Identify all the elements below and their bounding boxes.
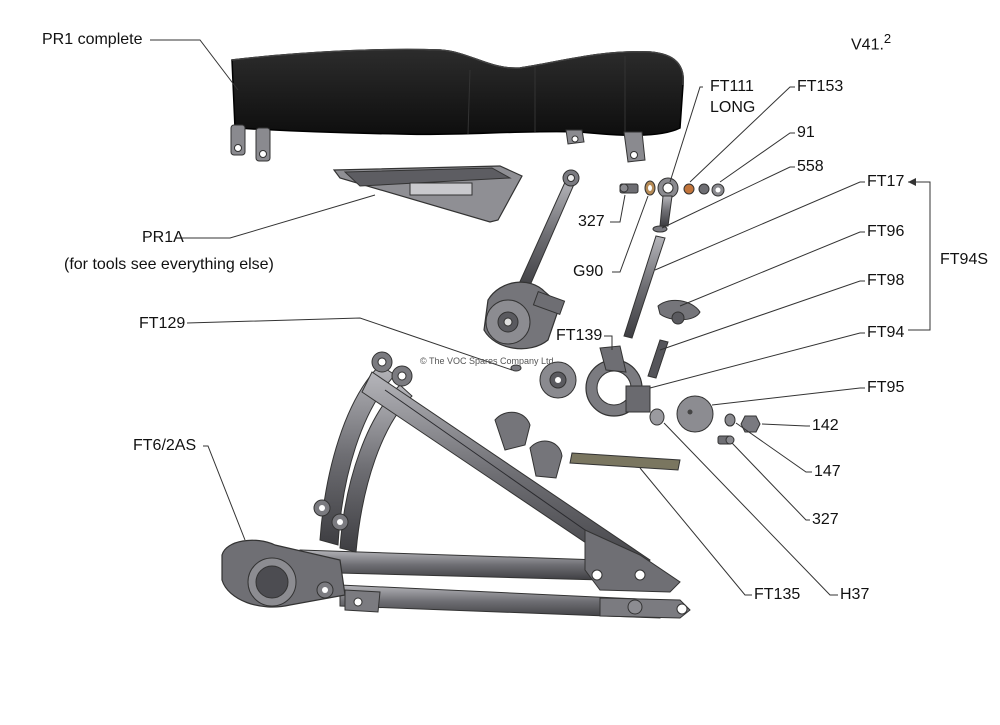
pin-ft98	[647, 339, 669, 379]
knob-ft96	[657, 299, 701, 325]
copyright-text: © The VOC Spares Company Ltd	[420, 356, 554, 366]
label-h37: H37	[840, 586, 870, 603]
nut-91	[698, 183, 725, 197]
label-ft129: FT129	[139, 315, 186, 332]
washer-g90	[644, 180, 656, 196]
rear-stand-leg-assembly	[483, 169, 580, 350]
bush-h37	[649, 408, 665, 426]
label-91: 91	[797, 124, 815, 141]
rod-ft17	[623, 235, 666, 339]
seat-bracket-right	[623, 131, 646, 163]
seat-pr1	[230, 48, 684, 163]
label-pr1-complete: PR1 complete	[42, 31, 143, 48]
rod-end-ft111	[657, 177, 679, 227]
label-ft95: FT95	[867, 379, 905, 396]
label-ft6-2as: FT6/2AS	[133, 437, 197, 454]
disc-ft95	[676, 395, 714, 433]
washer-ft153	[683, 183, 695, 195]
pad-ft135	[569, 452, 681, 471]
label-147: 147	[814, 463, 841, 480]
label-tools-note: (for tools see everything else)	[64, 256, 274, 273]
clamp-ft139	[585, 345, 651, 417]
version-sup: 2	[883, 31, 892, 46]
label-ft111: FT111	[710, 78, 754, 95]
label-ft139: FT139	[556, 327, 603, 344]
label-327-top: 327	[578, 213, 605, 230]
washer-147	[724, 413, 736, 427]
tool-tray-pr1a	[332, 165, 523, 223]
bolt-327-bottom	[717, 435, 735, 445]
label-ft153: FT153	[797, 78, 844, 95]
leader-lines	[150, 39, 931, 596]
bolt-327-top	[619, 183, 639, 194]
version-main: V41.	[851, 36, 884, 54]
label-142: 142	[812, 417, 839, 434]
label-327-bottom: 327	[812, 511, 839, 528]
label-ft94: FT94	[867, 324, 905, 341]
label-long: LONG	[710, 99, 756, 116]
label-ft98: FT98	[867, 272, 905, 289]
nut-142	[740, 415, 761, 433]
label-ft135: FT135	[754, 586, 801, 603]
seat-body	[231, 48, 684, 137]
label-g90: G90	[573, 263, 604, 280]
spacer-ft129	[510, 361, 577, 399]
stand-frame-ft6-2as	[221, 351, 691, 619]
label-ft96: FT96	[867, 223, 905, 240]
label-ft94s: FT94S	[940, 251, 989, 268]
label-558: 558	[797, 158, 824, 175]
label-ft17: FT17	[867, 173, 905, 190]
version-label: V41.2	[851, 30, 891, 54]
label-pr1a: PR1A	[142, 229, 184, 246]
